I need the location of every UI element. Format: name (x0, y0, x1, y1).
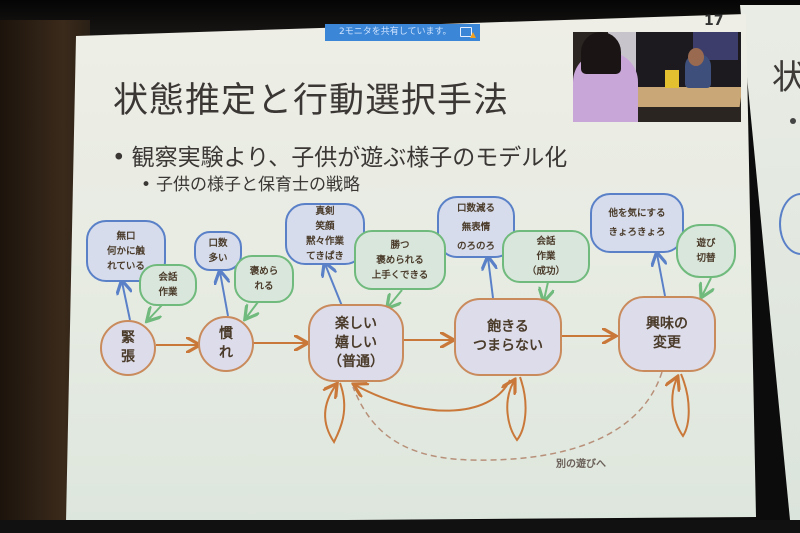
slide-title: 状態推定と行動選択手法 (113, 81, 510, 121)
observation-node-fun: 真剣 笑顔 黙々作業 てきぱき (285, 203, 365, 265)
block-toy (665, 70, 679, 88)
bullet-level-1: 観察実験より、子供が遊ぶ様子のモデル化 (112, 138, 568, 172)
projector-dark-bottom (0, 520, 800, 533)
action-node-interest-change: 遊び 切替 (676, 224, 736, 278)
screen-share-text: 2モニタを共有しています。 (339, 27, 452, 37)
action-node-bored: 会話 作業 （成功） (502, 230, 590, 283)
state-node-bored: 飽きる つまらない (454, 298, 562, 376)
action-node-used-to: 褒めら れる (234, 255, 294, 303)
slide-page-number: 17 (704, 13, 724, 29)
dashed-transition-label: 別の遊びへ (556, 459, 606, 470)
observation-node-interest-change: 他を気にする きょろきょろ (590, 193, 684, 253)
next-slide-bullet (790, 118, 796, 124)
next-slide-title-fragment: 状 (772, 58, 800, 98)
screen-share-banner[interactable]: 2モニタを共有しています。 (325, 24, 480, 41)
observation-photo (573, 32, 741, 122)
state-node-fun: 楽しい 嬉しい （普通） (308, 304, 404, 382)
observation-node-used-to: 口数 多い (194, 231, 242, 271)
action-node-fun: 勝つ 褒められる 上手くできる (354, 230, 446, 290)
state-node-tension: 緊 張 (100, 320, 156, 376)
bullet-level-2: 子供の様子と保育士の戦略 (141, 170, 360, 195)
warning-icon (470, 32, 476, 38)
state-node-used-to: 慣 れ (198, 316, 254, 372)
state-node-interest-change: 興味の 変更 (618, 296, 716, 372)
action-node-tension: 会話 作業 (139, 264, 197, 306)
